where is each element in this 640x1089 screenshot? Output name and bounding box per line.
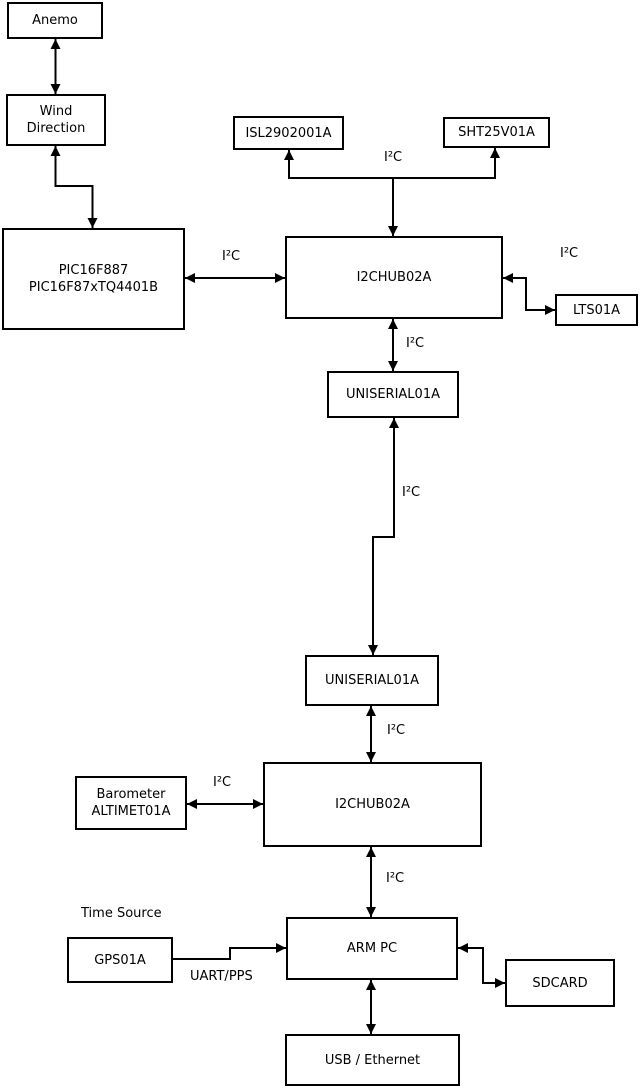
- node-uniserial01a-2: UNISERIAL01A: [305, 655, 439, 706]
- edge-uniserial1-uniserial2: [368, 418, 399, 655]
- node-sht25v01a: SHT25V01A: [443, 117, 550, 148]
- annotation-uart-pps: UART/PPS: [190, 969, 253, 984]
- node-isl2902001a: ISL2902001A: [233, 116, 344, 150]
- edge-gps-armpc: [173, 943, 286, 960]
- edge-label-i2c-sensor-bus-top: I²C: [384, 150, 403, 165]
- edge-label-i2c-hub1-uniserial1: I²C: [406, 336, 425, 351]
- node-lts01a: LTS01A: [555, 294, 638, 326]
- node-i2chub02a-1: I2CHUB02A: [285, 236, 503, 319]
- node-pic16f887: PIC16F887 PIC16F87xTQ4401B: [2, 228, 185, 330]
- node-wind-direction: Wind Direction: [6, 94, 106, 146]
- edge-label-i2c-uniserial2-hub2: I²C: [387, 723, 406, 738]
- edge-label-i2c-hub1-lts: I²C: [560, 246, 579, 261]
- edge-label-i2c-barometer-hub2: I²C: [213, 775, 232, 790]
- node-barometer-altimet01a: Barometer ALTIMET01A: [75, 776, 187, 830]
- node-sdcard: SDCARD: [505, 959, 615, 1007]
- node-anemo: Anemo: [7, 2, 103, 39]
- node-usb-ethernet: USB / Ethernet: [285, 1034, 460, 1086]
- edge-label-i2c-pic-hub1: I²C: [222, 249, 241, 264]
- node-arm-pc: ARM PC: [286, 917, 458, 980]
- edge-label-i2c-uniserial-link: I²C: [402, 485, 421, 500]
- edge-winddirection-pic: [50, 146, 98, 228]
- node-gps01a: GPS01A: [67, 937, 173, 983]
- edge-i2chub1-lts: [503, 273, 555, 315]
- annotation-time-source: Time Source: [81, 906, 162, 921]
- edge-label-i2c-hub2-armpc: I²C: [386, 871, 405, 886]
- node-i2chub02a-2: I2CHUB02A: [263, 762, 482, 847]
- edge-armpc-sdcard: [458, 943, 505, 988]
- node-uniserial01a-1: UNISERIAL01A: [327, 371, 459, 418]
